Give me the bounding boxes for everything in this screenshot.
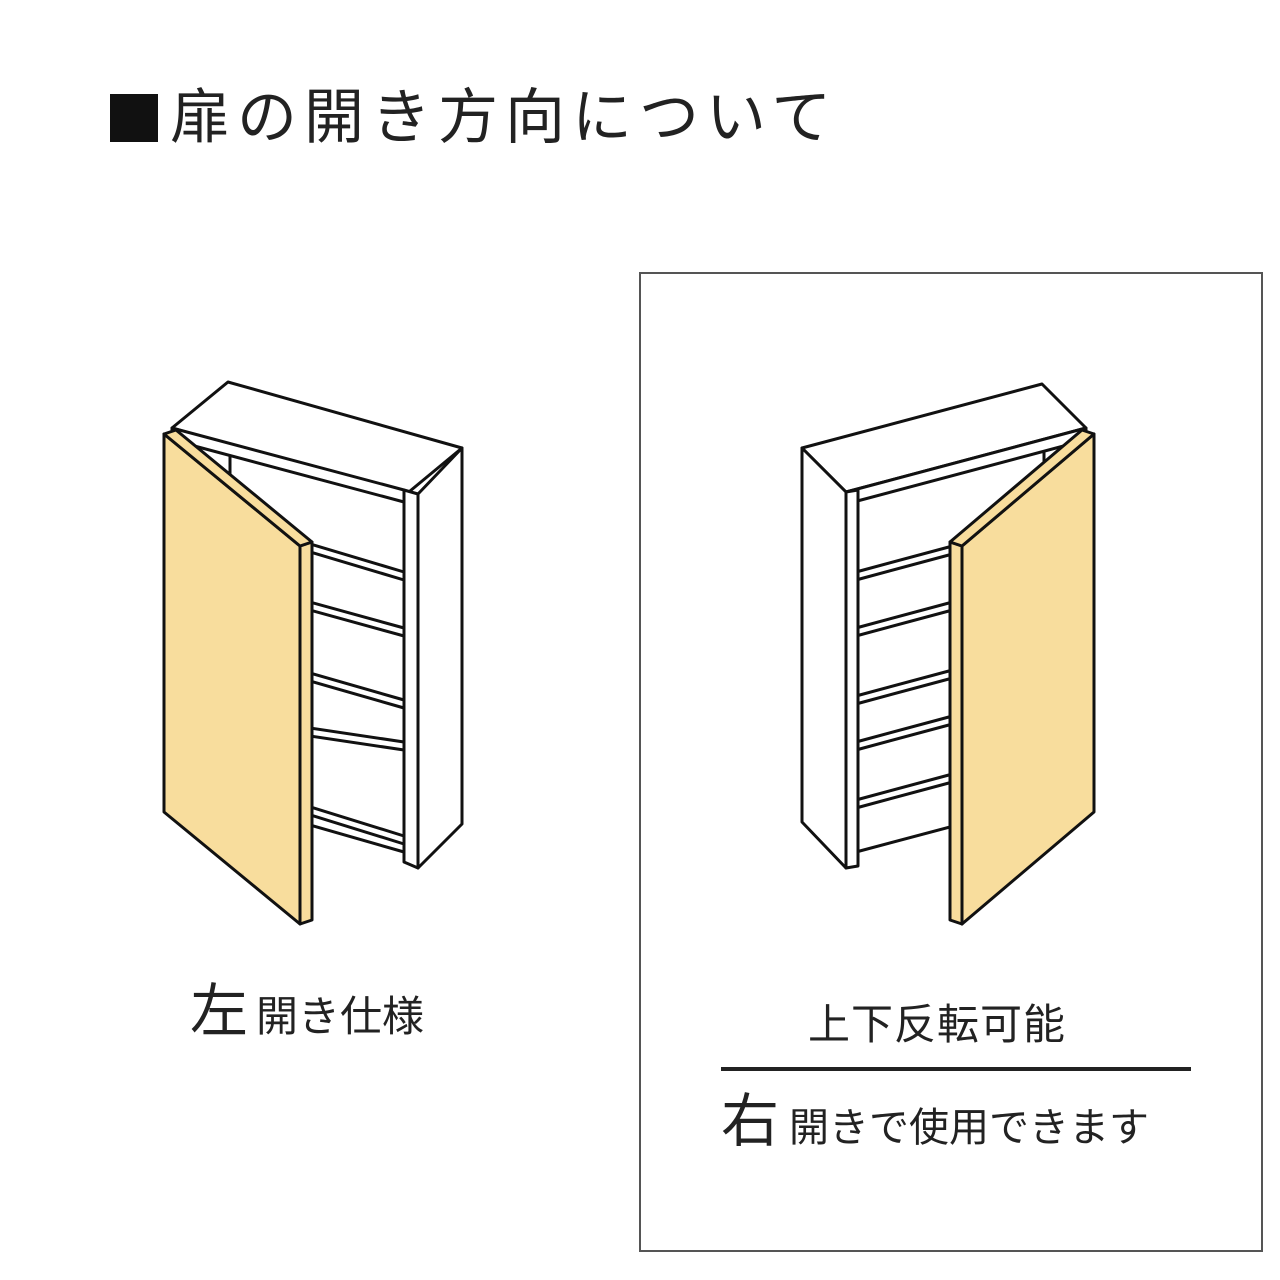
left-door-top-edge: [162, 428, 314, 548]
left-cabinet-side: [416, 446, 464, 870]
left-caption-rest: 開き仕様: [256, 992, 425, 1041]
title-text: 扉の開き方向について: [170, 83, 839, 153]
left-caption: 左 開き仕様: [190, 982, 424, 1040]
right-caption-lower: 右 開きで使用できます: [721, 1092, 1149, 1150]
caption-divider: [721, 1067, 1191, 1071]
right-cabinet-shelves: [854, 542, 962, 810]
right-caption-rest: 開きで使用できます: [789, 1105, 1150, 1151]
right-panel-box: 上下反転可能 右 開きで使用できます: [639, 272, 1263, 1252]
right-door-top-edge: [948, 428, 1096, 548]
title-bullet-square: [110, 94, 158, 142]
page-title: 扉の開き方向について: [110, 88, 838, 148]
left-door-edge: [298, 540, 314, 926]
right-caption-upper: 上下反転可能: [807, 1000, 1066, 1049]
right-cabinet-side-front: [844, 488, 860, 870]
left-cabinet-side-front: [402, 488, 420, 870]
left-cabinet: [162, 380, 464, 926]
left-caption-emphasis: 左: [190, 977, 249, 1045]
right-caption-emphasis: 右: [721, 1087, 780, 1155]
right-cabinet: [800, 382, 1096, 926]
